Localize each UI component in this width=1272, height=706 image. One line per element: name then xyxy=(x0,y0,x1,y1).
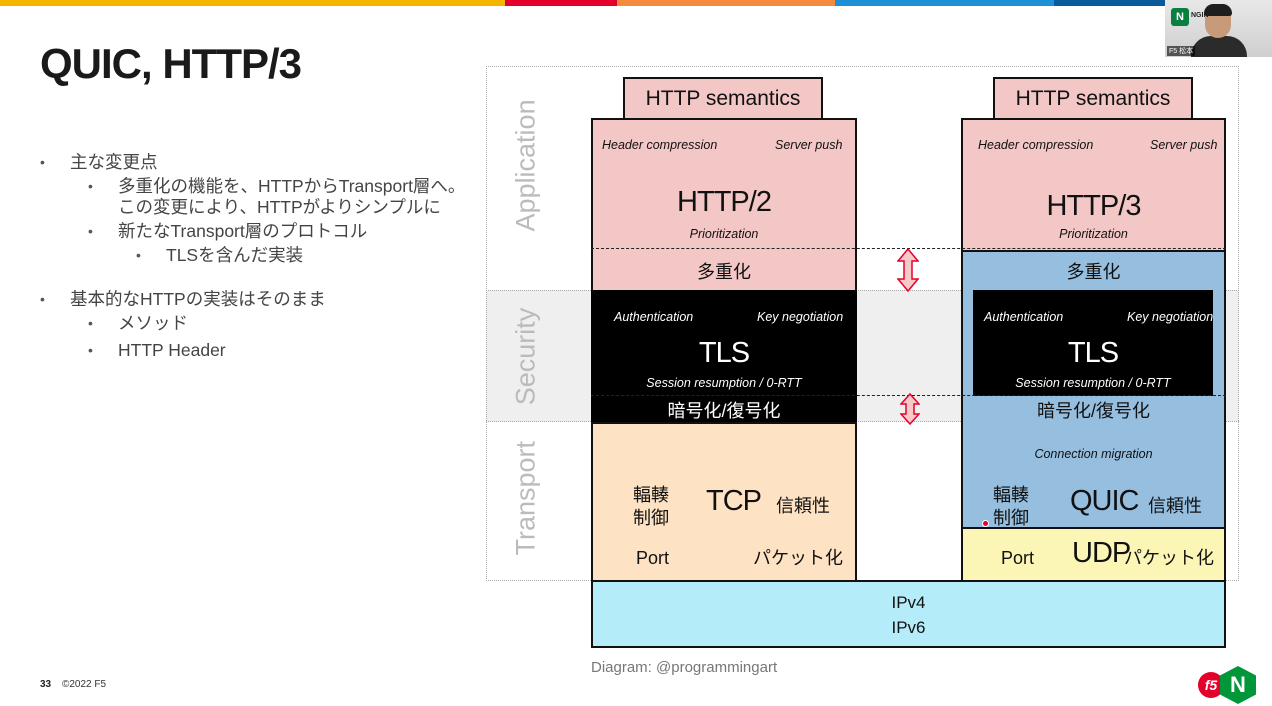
right-udp-label: UDP xyxy=(1072,537,1131,569)
left-port: Port xyxy=(636,548,670,568)
right-connection-migration: Connection migration xyxy=(1034,447,1153,461)
left-authentication: Authentication xyxy=(614,310,694,324)
left-protocol-label: HTTP/2 xyxy=(677,186,772,218)
right-congestion-2: 制御 xyxy=(993,508,1029,528)
right-reliability: 信頼性 xyxy=(1148,496,1202,516)
left-server-push: Server push xyxy=(775,138,843,152)
left-packetization: パケット化 xyxy=(753,548,843,568)
accent-segment xyxy=(617,0,835,6)
bullet-item: 多重化の機能を、HTTPからTransport層へ。 xyxy=(40,174,490,198)
left-tls-box xyxy=(591,290,857,424)
right-multiplexing: 多重化 xyxy=(1066,262,1121,282)
presenter-body xyxy=(1191,36,1247,57)
presenter-name: F5 松本 xyxy=(1167,46,1196,56)
right-port: Port xyxy=(1001,548,1035,568)
ipv4-label: IPv4 xyxy=(891,593,926,612)
double-arrow-icon xyxy=(900,393,920,425)
page-number: 33 xyxy=(40,679,52,690)
band-label-transport: Transport xyxy=(510,440,541,556)
right-header-compression: Header compression xyxy=(978,138,1094,152)
right-key-negotiation: Key negotiation xyxy=(1127,310,1214,324)
left-congestion-2: 制御 xyxy=(633,508,669,528)
right-protocol-label: HTTP/3 xyxy=(1046,190,1142,222)
left-key-negotiation: Key negotiation xyxy=(757,310,844,324)
ip-layer-box xyxy=(591,580,1226,648)
bullet-item: TLSを含んだ実装 xyxy=(40,243,490,267)
right-session-resumption: Session resumption / 0-RTT xyxy=(1015,376,1171,390)
left-http-semantics-box xyxy=(623,77,823,121)
left-header-compression: Header compression xyxy=(602,138,718,152)
left-session-resumption: Session resumption / 0-RTT xyxy=(646,376,802,390)
bullet-item: HTTP Header xyxy=(40,338,490,362)
right-http-semantics-box xyxy=(993,77,1193,121)
right-packetization: パケット化 xyxy=(1124,548,1214,568)
bullet-item: 新たなTransport層のプロトコル xyxy=(40,219,490,243)
double-arrow-icon xyxy=(897,248,919,292)
left-congestion-1: 輻輳 xyxy=(633,485,669,505)
accent-segment xyxy=(0,0,505,6)
presenter-hair xyxy=(1204,4,1232,16)
copyright: ©2022 F5 xyxy=(62,679,107,690)
webcam-video[interactable]: N NGIN F5 松本 xyxy=(1165,0,1272,57)
right-server-push: Server push xyxy=(1150,138,1218,152)
right-tls-box xyxy=(973,290,1213,396)
f5-nginx-logo: f5 N xyxy=(1196,664,1260,706)
right-http3-box xyxy=(961,118,1226,252)
nginx-logo-text: NGIN xyxy=(1191,12,1209,19)
nginx-logo-icon: N xyxy=(1220,666,1256,704)
slide-title: QUIC, HTTP/3 xyxy=(40,40,302,87)
right-transport-label: QUIC xyxy=(1070,485,1139,517)
left-multiplexing: 多重化 xyxy=(697,262,751,282)
bullet-item: 主な変更点 xyxy=(40,150,490,174)
accent-segment xyxy=(1054,0,1272,6)
left-encryption: 暗号化/復号化 xyxy=(667,401,781,421)
right-http-semantics-label: HTTP semantics xyxy=(1015,87,1171,110)
left-reliability: 信頼性 xyxy=(776,496,830,516)
right-tls-label: TLS xyxy=(1067,337,1119,369)
bullet-list: 主な変更点 多重化の機能を、HTTPからTransport層へ。 この変更により… xyxy=(40,150,490,362)
ipv6-label: IPv6 xyxy=(891,618,926,637)
band-label-application: Application xyxy=(510,99,541,232)
top-accent-bar xyxy=(0,0,1272,6)
left-tcp-box xyxy=(591,422,857,582)
diagram-caption: Diagram: @programmingart xyxy=(591,659,778,676)
left-http-semantics-label: HTTP semantics xyxy=(645,87,801,110)
left-tls-label: TLS xyxy=(698,337,750,369)
band-label-security: Security xyxy=(510,307,541,406)
accent-segment xyxy=(835,0,1054,6)
left-transport-label: TCP xyxy=(706,485,762,517)
nginx-logo-icon: N xyxy=(1171,8,1189,26)
right-authentication: Authentication xyxy=(984,310,1064,324)
bullet-item: 基本的なHTTPの実装はそのまま xyxy=(40,287,490,311)
bullet-continuation: この変更により、HTTPがよりシンプルに xyxy=(118,197,441,217)
accent-segment xyxy=(505,0,617,6)
right-congestion-1: 輻輳 xyxy=(993,485,1029,505)
left-prioritization: Prioritization xyxy=(689,227,759,241)
f5-logo-icon: f5 xyxy=(1198,672,1224,698)
bullet-item: メソッド xyxy=(40,311,490,335)
right-prioritization: Prioritization xyxy=(1059,227,1128,241)
pointer-dot xyxy=(982,520,989,527)
right-encryption: 暗号化/復号化 xyxy=(1036,401,1150,421)
